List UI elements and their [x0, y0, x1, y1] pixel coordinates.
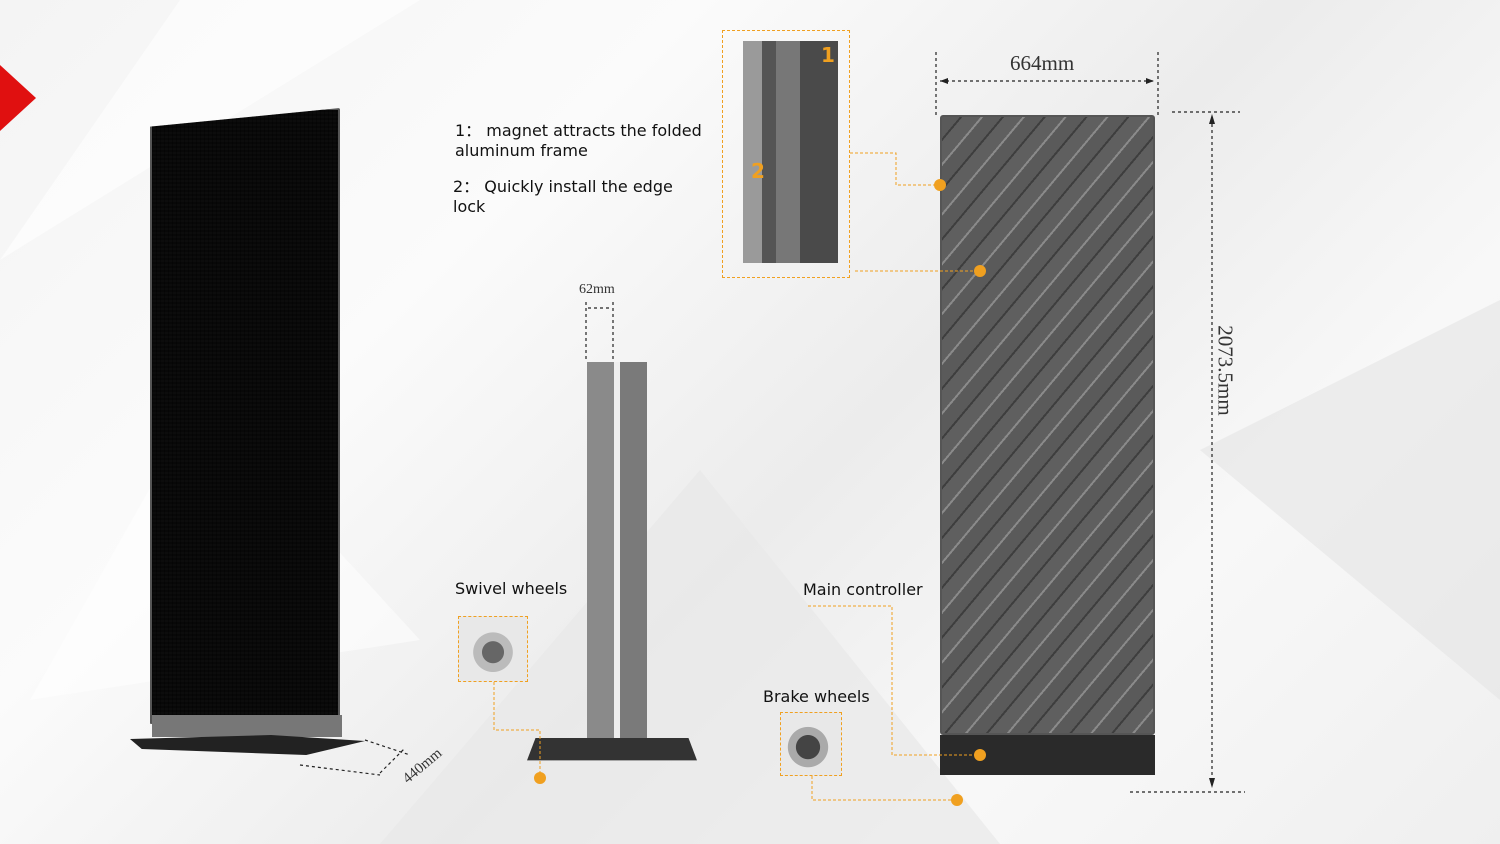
label-swivel-wheels: Swivel wheels [455, 579, 568, 598]
side-view-base [527, 738, 697, 761]
swivel-wheel-photo [458, 616, 528, 682]
side-view-frame [587, 362, 647, 740]
inset-marker-1: 1 [821, 43, 835, 67]
note-magnet: 1： magnet attracts the folded aluminum f… [455, 121, 702, 160]
dimension-thickness: 62mm [579, 282, 615, 297]
edge-lock-inset-photo: 1 2 [722, 30, 850, 278]
brake-wheel-photo [780, 712, 842, 776]
back-panel-image [940, 115, 1155, 735]
front-cabinet-image [150, 108, 340, 730]
label-brake-wheels: Brake wheels [763, 687, 870, 706]
note-edge-lock: 2： Quickly install the edge lock [453, 177, 673, 216]
label-main-controller: Main controller [803, 580, 923, 599]
front-stand-base [130, 735, 365, 755]
front-cabinet-base [152, 715, 342, 737]
dimension-width: 664mm [1010, 51, 1075, 75]
dimension-height: 2073.5mm [1213, 325, 1238, 416]
inset-marker-2: 2 [751, 159, 765, 183]
